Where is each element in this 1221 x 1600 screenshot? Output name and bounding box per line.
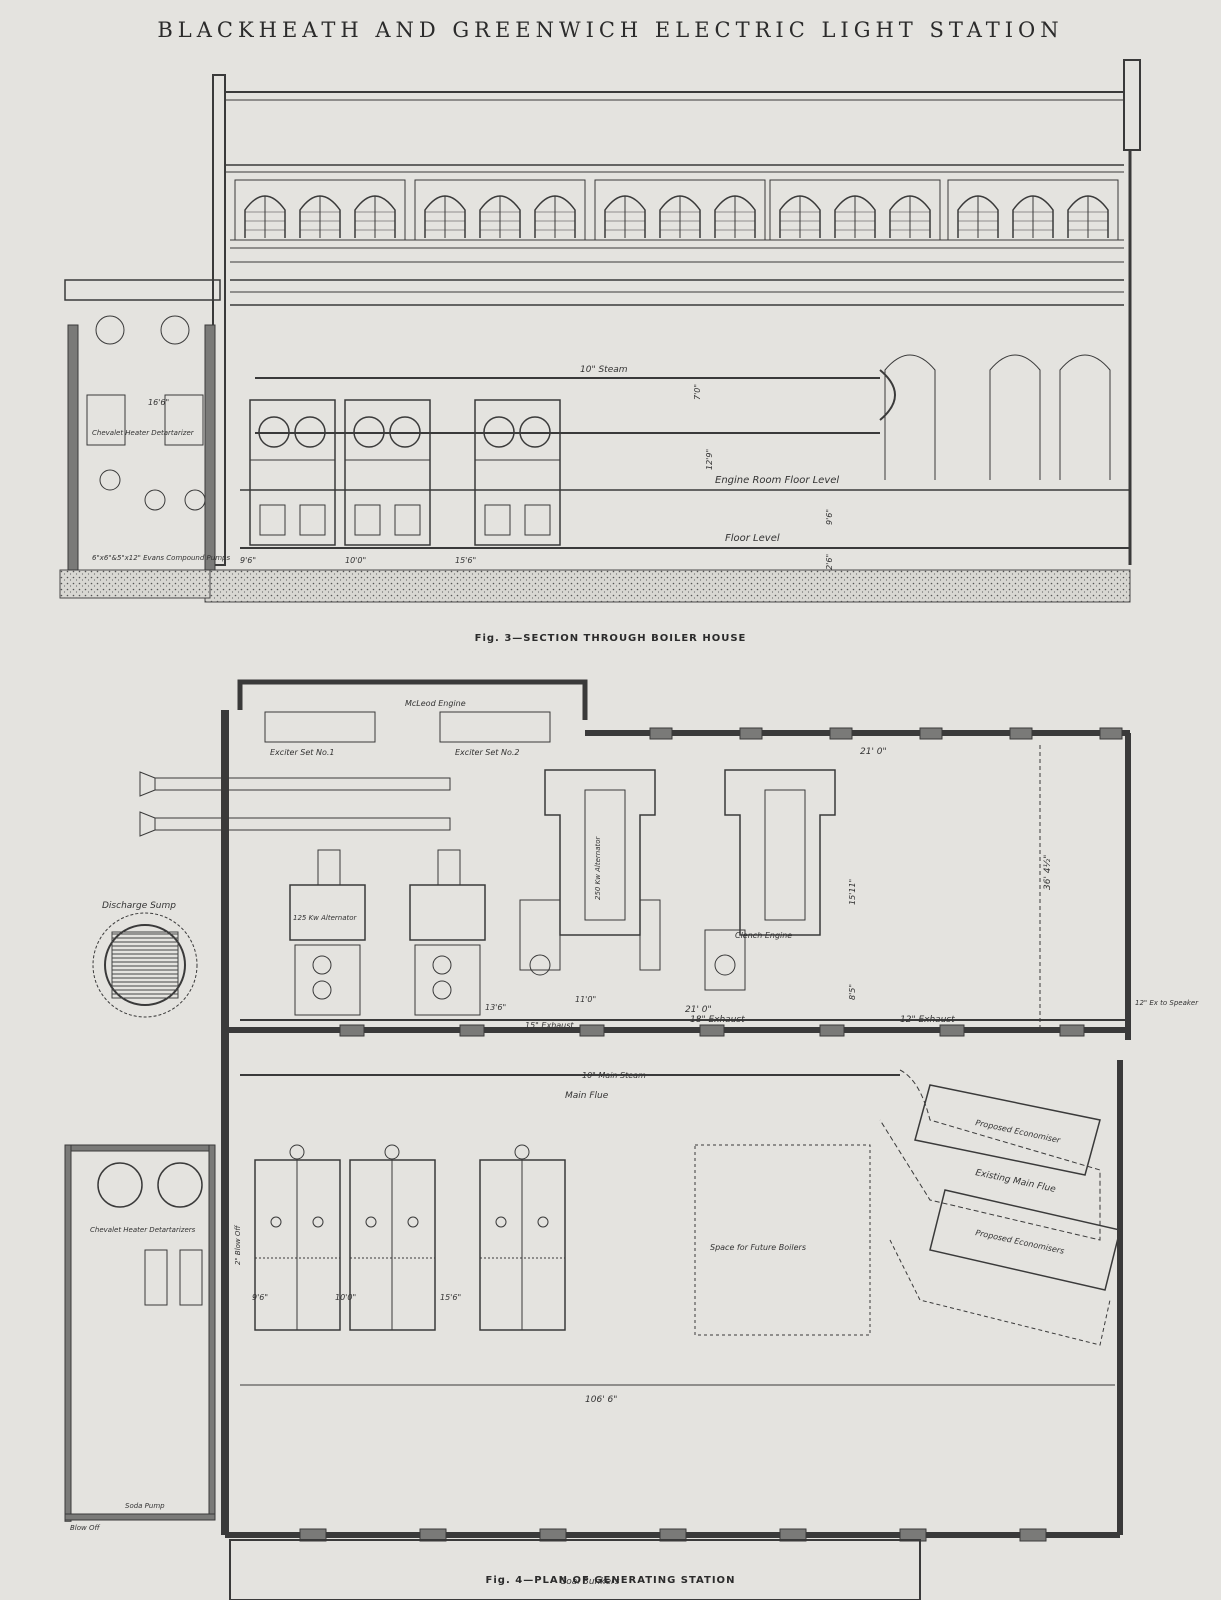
dim-h: 15'11": [848, 879, 857, 905]
label-exhaust-12: 12" Exhaust: [900, 1015, 955, 1025]
label-exciter-1: Exciter Set No.1: [270, 748, 335, 757]
label-discharge-sump: Discharge Sump: [102, 901, 176, 911]
label-mcl-engine: McLeod Engine: [405, 699, 466, 708]
dim-g: 8'5": [848, 984, 857, 1000]
dim-f3-1: 9'6": [240, 556, 256, 565]
dim-mid: 21' 0": [685, 1005, 712, 1015]
label-exhaust-15: 15" Exhaust: [525, 1021, 574, 1030]
label-alt-250: 250 Kw Alternator: [594, 835, 602, 900]
label-heater-tank: Chevalet Heater Detartarizer: [92, 429, 195, 437]
label-exhaust-18: 18" Exhaust: [690, 1015, 745, 1025]
label-future-boilers: Space for Future Boilers: [710, 1243, 806, 1252]
future-boiler-space: [694, 1144, 871, 1336]
dim-width: 106' 6": [585, 1395, 617, 1405]
label-econ-1: Proposed Economiser: [975, 1118, 1062, 1145]
dim-f3-7: 9'6": [825, 509, 834, 525]
label-main-steam: 10" Main Steam: [582, 1071, 646, 1080]
fig3-section: 10" Steam Engine Room Floor Level Floor …: [59, 59, 1141, 603]
pump-house-plan: Chevalet Heater Detartarizers Soda Pump …: [64, 1144, 216, 1532]
label-blow-off-2: 2" Blow Off: [234, 1225, 242, 1265]
dim-f3-4: 16'6": [148, 398, 169, 407]
proposed-economiser-1: [914, 1084, 1101, 1176]
coal-bunkers: [229, 1539, 921, 1600]
label-steam-10: 10" Steam: [580, 365, 628, 375]
dim-f3-5: 7'0": [693, 384, 702, 400]
dim-a: 9'6": [252, 1293, 268, 1302]
label-alt-125: 125 Kw Alternator: [293, 914, 358, 922]
right-chimney: [1123, 59, 1141, 151]
fig4-plan: Exciter Set No.1 Exciter Set No.2 McLeod…: [64, 679, 1199, 1600]
proposed-economiser-2: [929, 1189, 1121, 1291]
small-engine-1: 125 Kw Alternator: [289, 849, 366, 1016]
dim-e: 11'0": [575, 995, 596, 1004]
large-alternator-2: Clench Engine 15'11" 8'5": [704, 769, 857, 1000]
boiler-plan: [254, 1144, 566, 1331]
fig4-caption: Fig. 4—PLAN OF GENERATING STATION: [485, 1575, 736, 1586]
dim-b: 10'0": [335, 1293, 356, 1302]
boiler-elevations: [249, 399, 561, 546]
pump-house-section: Chevalet Heater Detartarizer 16'6" 6"x6"…: [64, 279, 230, 571]
page-title: BLACKHEATH AND GREENWICH ELECTRIC LIGHT …: [157, 18, 1064, 42]
dim-f3-2: 10'0": [345, 556, 366, 565]
exciter-room-wall: [237, 679, 588, 720]
label-soda-pump: Soda Pump: [125, 1502, 165, 1510]
label-econ-2: Proposed Economisers: [975, 1228, 1065, 1256]
label-existing-flue: Existing Main Flue: [974, 1168, 1057, 1195]
dim-top: 21' 0": [860, 747, 887, 757]
label-engine-room-floor: Engine Room Floor Level: [715, 475, 839, 486]
label-exh-right: 12" Ex to Speaker: [1135, 999, 1199, 1007]
label-coal-bunkers: Coal Bunkers: [560, 1577, 620, 1587]
label-floor-level: Floor Level: [725, 533, 780, 544]
dim-f3-6: 12'9": [705, 449, 714, 470]
label-chevalet: Chevalet Heater Detartarizers: [90, 1226, 196, 1234]
dim-f3-3: 15'6": [455, 556, 476, 565]
large-alternator-1: 250 Kw Alternator 11'0": [519, 769, 661, 1004]
small-engine-2: [409, 849, 486, 1016]
label-main-flue: Main Flue: [565, 1091, 609, 1101]
dim-f: 13'6": [485, 1003, 506, 1012]
discharge-sump: Discharge Sump: [92, 901, 198, 1018]
foundation: [204, 569, 1131, 603]
label-blow-off: Blow Off: [70, 1524, 100, 1532]
label-clench-engine: Clench Engine: [735, 931, 792, 940]
arched-windows: [234, 179, 1119, 241]
dim-c: 15'6": [440, 1293, 461, 1302]
dim-f3-8: 12'6": [825, 554, 834, 575]
label-pumps: 6"x6"&5"x12" Evans Compound Pumps: [92, 554, 230, 562]
left-pilaster: [212, 74, 226, 566]
label-exciter-2: Exciter Set No.2: [455, 748, 520, 757]
dim-right: 36' 4½": [1043, 855, 1053, 890]
fig3-caption: Fig. 3—SECTION THROUGH BOILER HOUSE: [474, 633, 747, 644]
